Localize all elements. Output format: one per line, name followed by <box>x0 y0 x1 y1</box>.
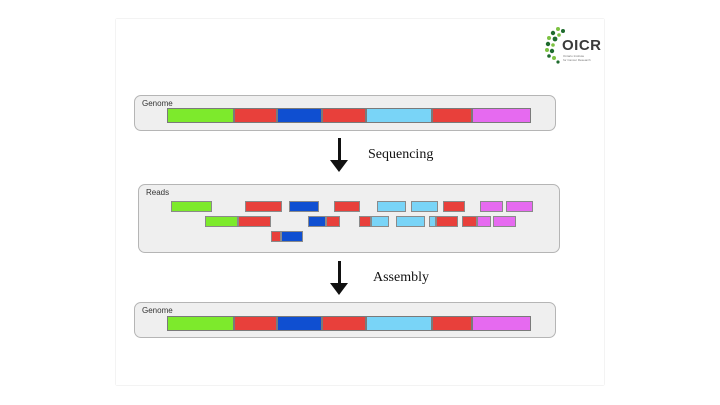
read-fragment <box>506 201 533 212</box>
genome-segment <box>167 108 234 123</box>
read-fragment <box>308 216 326 227</box>
genome-segment <box>472 316 531 331</box>
genome-panel-top: Genome <box>134 95 556 131</box>
genome-segment <box>366 316 432 331</box>
genome-segment <box>234 108 277 123</box>
read-fragment <box>396 216 425 227</box>
genome-panel-bottom: Genome <box>134 302 556 338</box>
genome-segment <box>277 316 322 331</box>
read-fragment <box>238 216 271 227</box>
read-fragment <box>326 216 340 227</box>
genome-segment <box>472 108 531 123</box>
genome-segment <box>322 316 366 331</box>
logo-subtitle-line: for Cancer Research <box>563 57 591 62</box>
genome-segment <box>167 316 234 331</box>
read-fragment <box>477 216 491 227</box>
assembly-label: Assembly <box>373 270 429 285</box>
genome-segment <box>432 108 472 123</box>
oicr-logo: OICR Ontario Institute for Cancer Resear… <box>544 25 602 69</box>
read-fragment <box>480 201 503 212</box>
panel-label: Genome <box>142 306 173 315</box>
panel-label: Genome <box>142 99 173 108</box>
genome-track <box>167 316 531 331</box>
logo-wordmark: OICR <box>562 37 602 54</box>
read-fragment <box>443 201 465 212</box>
genome-segment <box>366 108 432 123</box>
read-fragment <box>205 216 238 227</box>
read-fragment <box>271 231 281 242</box>
genome-track <box>167 108 531 123</box>
logo-subtitle-line: Ontario Institute <box>563 54 585 58</box>
read-fragment <box>171 201 212 212</box>
genome-segment <box>277 108 322 123</box>
genome-segment <box>432 316 472 331</box>
read-fragment <box>371 216 389 227</box>
read-fragment <box>377 201 406 212</box>
read-fragment <box>281 231 303 242</box>
panel-label: Reads <box>146 188 170 197</box>
slide: OICR Ontario Institute for Cancer Resear… <box>116 19 604 385</box>
logo-subtitle: Ontario Institute for Cancer Research <box>563 54 603 62</box>
read-fragment <box>436 216 458 227</box>
genome-segment <box>234 316 277 331</box>
read-fragment <box>289 201 319 212</box>
read-fragment <box>429 216 436 227</box>
read-fragment <box>493 216 516 227</box>
read-fragment <box>359 216 371 227</box>
reads-track <box>171 201 535 246</box>
read-fragment <box>462 216 477 227</box>
reads-panel: Reads <box>138 184 560 253</box>
read-fragment <box>334 201 360 212</box>
logo-dots-icon <box>545 27 565 64</box>
read-fragment <box>245 201 282 212</box>
genome-segment <box>322 108 366 123</box>
read-fragment <box>411 201 438 212</box>
sequencing-label: Sequencing <box>368 147 434 162</box>
